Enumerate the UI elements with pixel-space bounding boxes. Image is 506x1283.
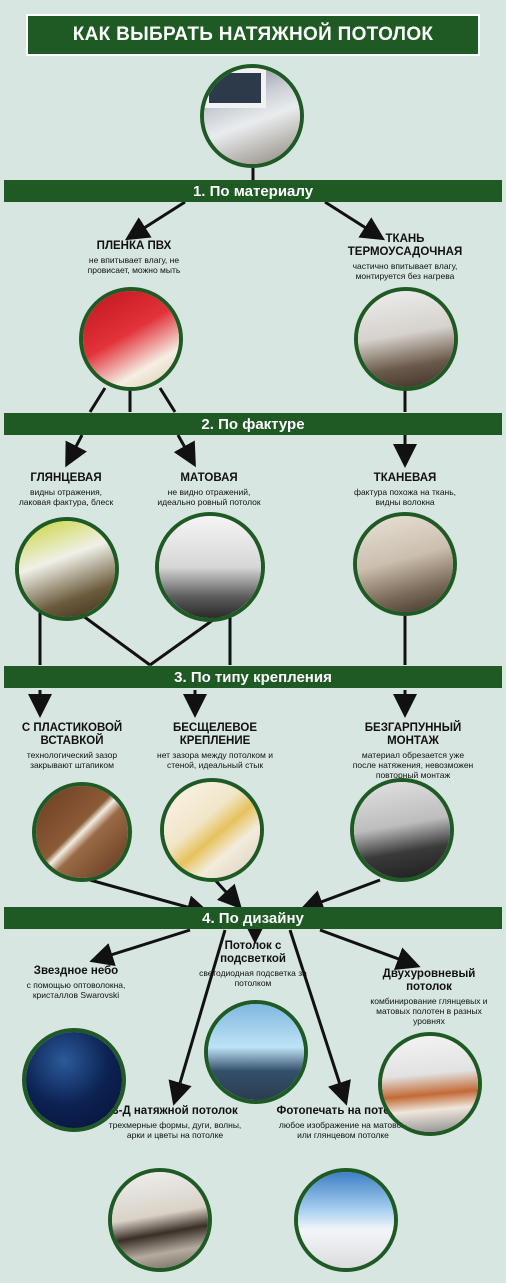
page-title: КАК ВЫБРАТЬ НАТЯЖНОЙ ПОТОЛОК [26, 14, 480, 56]
3d-photo [108, 1168, 212, 1272]
title-twolevel: Двухуровневый потолок [382, 968, 476, 993]
band-material: 1. По материалу [4, 180, 502, 202]
glossy-photo [15, 517, 119, 621]
pvc-photo [79, 287, 183, 391]
label-plastic: С ПЛАСТИКОВОЙ ВСТАВКОЙ технологический з… [16, 722, 128, 770]
title-glossy: ГЛЯНЦЕВАЯ [30, 472, 102, 484]
twolevel-photo [378, 1032, 482, 1136]
seamless-photo [160, 778, 264, 882]
desc-3d: трехмерные формы, дуги, волны, арки и цв… [108, 1120, 242, 1140]
label-glossy: ГЛЯНЦЕВАЯ видны отражения, лаковая факту… [14, 472, 118, 507]
title-starry: Звездное небо [33, 965, 119, 977]
label-starry: Звездное небо с помощью оптоволокна, кри… [20, 965, 132, 1000]
label-harpoonless: БЕЗГАРПУННЫЙ МОНТАЖ материал обрезается … [350, 722, 476, 780]
desc-twolevel: комбинирование глянцевых и матовых полот… [370, 996, 488, 1026]
band-mounting: 3. По типу крепления [4, 666, 502, 688]
desc-matte: не видно отражений, идеально ровный пото… [157, 487, 261, 507]
band-design: 4. По дизайну [4, 907, 502, 929]
label-matte: МАТОВАЯ не видно отражений, идеально ров… [152, 472, 266, 507]
desc-seamless: нет зазора между потолком и стеной, идеа… [157, 750, 273, 770]
title-seamless: БЕСЩЕЛЕВОЕ КРЕПЛЕНИЕ [172, 722, 257, 747]
harpoonless-photo [350, 778, 454, 882]
fabric-photo [354, 287, 458, 391]
title-matte: МАТОВАЯ [180, 472, 238, 484]
label-cloth: ТКАНЕВАЯ фактура похожа на ткань, видны … [348, 472, 462, 507]
title-fabric: ТКАНЬ ТЕРМОУСАДОЧНАЯ [347, 233, 463, 258]
label-twolevel: Двухуровневый потолок комбинирование гля… [370, 968, 488, 1026]
label-pvc: ПЛЕНКА ПВХ не впитывает влагу, не провис… [70, 240, 198, 275]
title-3d: 3-Д натяжной потолок [112, 1105, 238, 1117]
desc-backlit: светодиодная подсветка за потолком [199, 968, 307, 988]
desc-plastic: технологический зазор закрывают штапиком [26, 750, 118, 770]
title-harpoonless: БЕЗГАРПУННЫЙ МОНТАЖ [364, 722, 462, 747]
photoprint-photo [294, 1168, 398, 1272]
desc-glossy: видны отражения, лаковая фактура, блеск [18, 487, 114, 507]
title-plastic: С ПЛАСТИКОВОЙ ВСТАВКОЙ [21, 722, 123, 747]
title-backlit: Потолок с подсветкой [220, 940, 286, 965]
starry-photo [22, 1028, 126, 1132]
matte-photo [155, 512, 265, 622]
desc-harpoonless: материал обрезается уже после натяжения,… [352, 750, 474, 780]
backlit-photo [204, 1000, 308, 1104]
desc-starry: с помощью оптоволокна, кристаллов Swarov… [26, 980, 126, 1000]
ceiling-photo-main [200, 64, 304, 168]
cloth-photo [353, 512, 457, 616]
label-3d: 3-Д натяжной потолок трехмерные формы, д… [100, 1105, 250, 1140]
label-seamless: БЕСЩЕЛЕВОЕ КРЕПЛЕНИЕ нет зазора между по… [150, 722, 280, 770]
title-cloth: ТКАНЕВАЯ [373, 472, 437, 484]
plastic-insert-photo [32, 782, 132, 882]
title-pvc: ПЛЕНКА ПВХ [96, 240, 172, 252]
label-backlit: Потолок с подсветкой светодиодная подсве… [198, 940, 308, 988]
label-photo: Фотопечать на потолке любое изображение … [276, 1105, 410, 1140]
desc-pvc: не впитывает влагу, не провисает, можно … [87, 255, 181, 275]
desc-photo: любое изображение на матовом или глянцев… [278, 1120, 408, 1140]
desc-cloth: фактура похожа на ткань, видны волокна [353, 487, 457, 507]
label-fabric: ТКАНЬ ТЕРМОУСАДОЧНАЯ частично впитывает … [340, 233, 470, 281]
desc-fabric: частично впитывает влагу, монтируется бе… [352, 261, 458, 281]
band-texture: 2. По фактуре [4, 413, 502, 435]
title-photo: Фотопечать на потолке [276, 1105, 410, 1117]
